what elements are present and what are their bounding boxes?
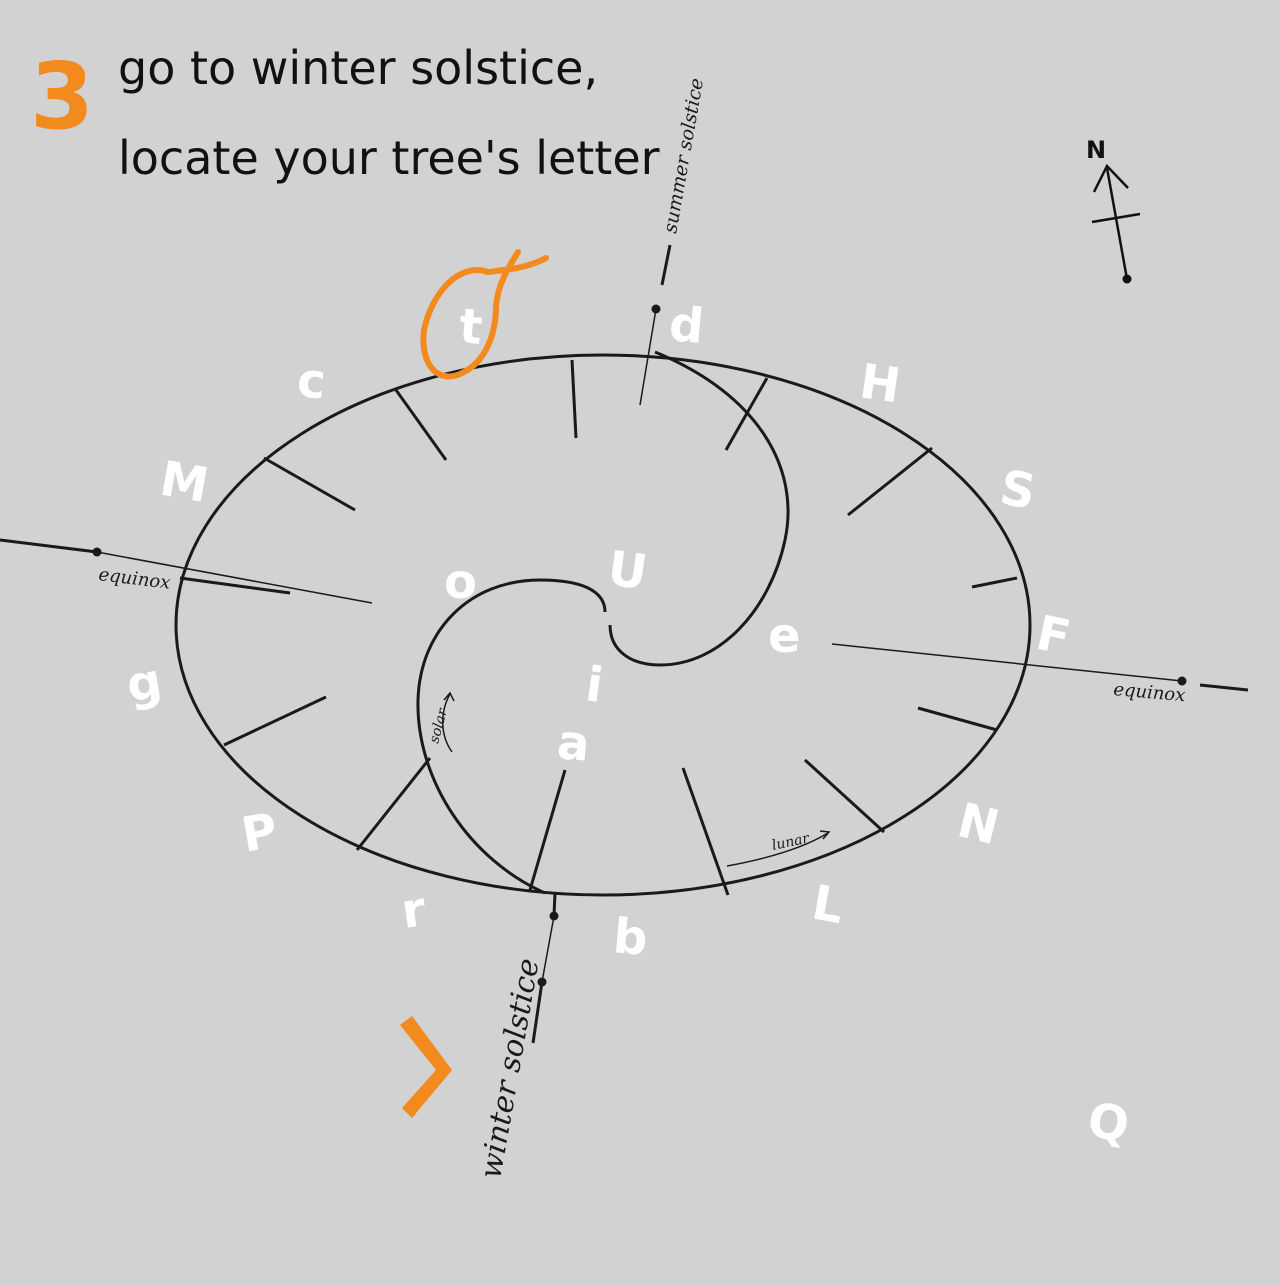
summer-solstice-axis — [639, 244, 672, 406]
start-chevron-icon — [400, 1016, 452, 1118]
month-tick-marks — [179, 359, 1018, 896]
step-title-line-1: go to winter solstice, — [118, 41, 598, 95]
letter-Q: Q — [1084, 1092, 1132, 1153]
letter-L: L — [808, 875, 848, 935]
letter-H: H — [856, 353, 904, 414]
step-number: 3 — [30, 43, 94, 150]
letter-U: U — [604, 540, 650, 601]
solar-label: solar — [426, 706, 451, 745]
equinox-right-label: equinox — [1113, 679, 1187, 706]
highlight-circle-t — [420, 249, 549, 380]
letter-o: o — [444, 554, 477, 610]
winter-solstice-label: winter solstice — [473, 956, 546, 1182]
lunar-label: lunar — [771, 830, 812, 854]
letter-a: a — [555, 714, 592, 773]
letter-t: t — [457, 298, 485, 356]
letter-M: M — [156, 451, 213, 514]
letter-F: F — [1032, 605, 1076, 667]
letter-S: S — [996, 460, 1040, 521]
spiral-curve — [416, 350, 790, 895]
summer-solstice-label: summer solstice — [659, 76, 708, 234]
equinox-axis — [0, 538, 1249, 692]
equinox-left-label: equinox — [97, 564, 171, 594]
north-compass-icon — [1091, 163, 1141, 284]
lunar-arrow-icon — [726, 830, 831, 867]
letter-i: i — [582, 656, 606, 714]
solar-arrow-icon — [442, 691, 455, 753]
letter-b: b — [611, 908, 650, 967]
winter-solstice-axis — [531, 892, 559, 1044]
letter-r: r — [398, 881, 430, 940]
letter-g: g — [122, 653, 166, 714]
letter-e: e — [768, 608, 801, 664]
north-label: N — [1086, 136, 1106, 164]
letter-P: P — [237, 803, 281, 864]
step-title-line-2: locate your tree's letter — [118, 131, 660, 185]
letter-N: N — [952, 792, 1005, 856]
letter-d: d — [667, 296, 706, 355]
calendar-ellipse — [174, 353, 1032, 897]
tree-letters: t d H S F N L b r P g M c U o e i a Q — [122, 296, 1132, 1153]
letter-c: c — [295, 352, 328, 410]
